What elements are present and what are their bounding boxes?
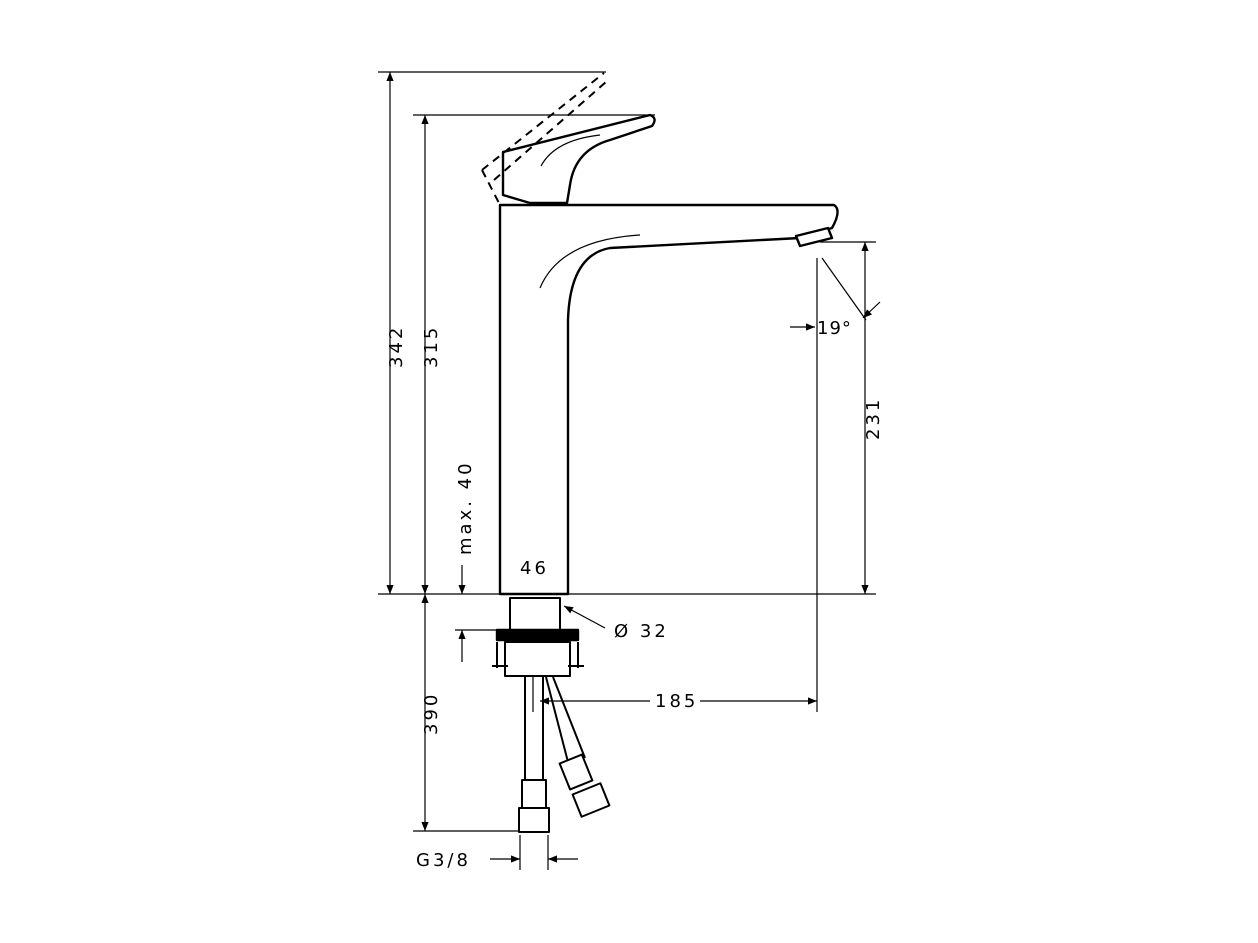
dim-diameter-label: Ø 32 <box>614 621 669 642</box>
dim-angle-label: 19° <box>817 318 852 339</box>
dim-390-label: 390 <box>421 692 442 735</box>
dim-342-label: 342 <box>386 325 407 368</box>
dim-315-label: 315 <box>421 325 442 368</box>
dim-thread-label: G3/8 <box>416 850 471 871</box>
dim-185-label: 185 <box>655 691 698 712</box>
dim-46-label: 46 <box>520 558 549 579</box>
faucet-body <box>481 72 839 833</box>
dim-max40-label: max. 40 <box>455 460 476 555</box>
dim-231-label: 231 <box>863 397 884 440</box>
